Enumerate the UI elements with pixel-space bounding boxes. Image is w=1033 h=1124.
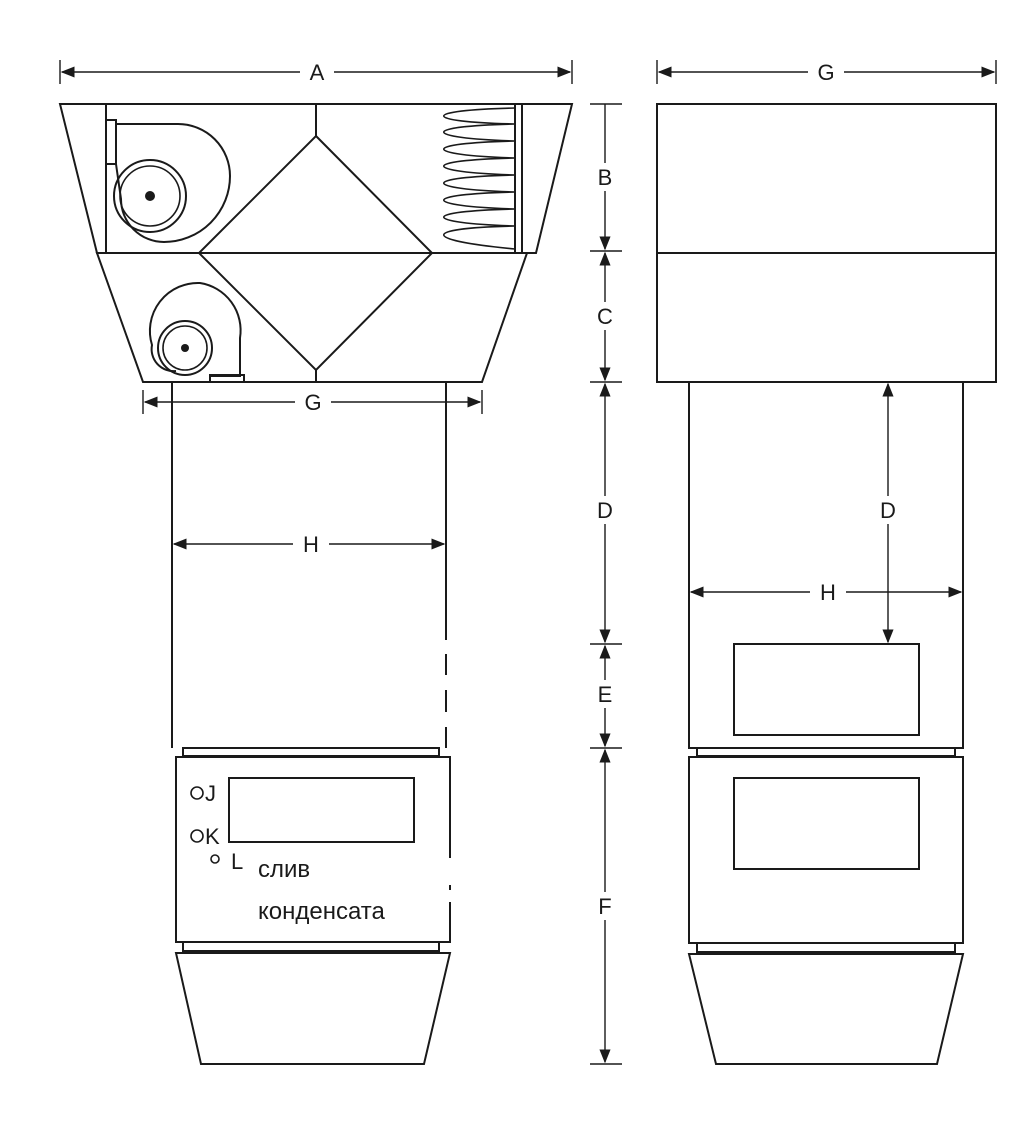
connection-l-port: [211, 855, 219, 863]
side-collar-lower: [697, 943, 955, 952]
front-collar-lower: [183, 942, 439, 951]
front-inspection-window: [229, 778, 414, 842]
front-lower-housing: [97, 253, 527, 382]
drain-label-line1: слив: [258, 856, 310, 883]
side-lower-window: [734, 778, 919, 869]
side-bottom-funnel: [689, 954, 963, 1064]
fan-rotor-inner: [120, 166, 180, 226]
connection-k-label: K: [205, 824, 220, 849]
side-upper-window: [734, 644, 919, 735]
front-collar-upper: [183, 748, 439, 756]
dim-g-top-label: G: [817, 60, 834, 85]
fan-volute: [116, 124, 230, 242]
dim-e-label: E: [598, 682, 613, 707]
dim-d-side-label: D: [880, 498, 896, 523]
front-view: J K L слив конденсата: [60, 104, 572, 1064]
front-lower-box: [176, 757, 450, 942]
side-view: [657, 104, 996, 1064]
fan-outlet-flange: [106, 120, 116, 164]
connection-k-port: [191, 830, 203, 842]
dim-f-label: F: [598, 894, 611, 919]
front-bottom-funnel: [176, 953, 450, 1064]
dim-a-label: A: [310, 60, 325, 85]
front-upper-housing: [60, 104, 572, 253]
side-collar-upper: [697, 748, 955, 756]
dimension-lines: A G G H H D: [60, 58, 996, 1064]
side-lower-box: [689, 757, 963, 943]
dim-b-label: B: [598, 165, 613, 190]
connection-j-port: [191, 787, 203, 799]
dim-h-side-label: H: [820, 580, 836, 605]
dim-h-front-label: H: [303, 532, 319, 557]
fan-rotor-outer: [114, 160, 186, 232]
dim-d-label: D: [597, 498, 613, 523]
side-middle-section: [689, 382, 963, 748]
connection-j-label: J: [205, 781, 216, 806]
heat-exchanger: [199, 104, 432, 382]
fan-small-flange: [210, 375, 244, 382]
fan-small-hub: [181, 344, 189, 352]
fan-hub: [145, 191, 155, 201]
side-upper-housing: [657, 104, 996, 253]
fan-small-rotor-outer: [158, 321, 212, 375]
side-lower-housing: [657, 253, 996, 382]
fan-small-rotor-inner: [163, 326, 207, 370]
dim-g-front-label: G: [304, 390, 321, 415]
heating-coil: [444, 108, 515, 249]
supply-fan: [106, 120, 230, 242]
fan-volute-small: [150, 283, 241, 376]
exhaust-fan: [150, 283, 244, 382]
drain-label-line2: конденсата: [258, 898, 386, 925]
dim-c-label: C: [597, 304, 613, 329]
connection-l-label: L: [231, 849, 243, 874]
